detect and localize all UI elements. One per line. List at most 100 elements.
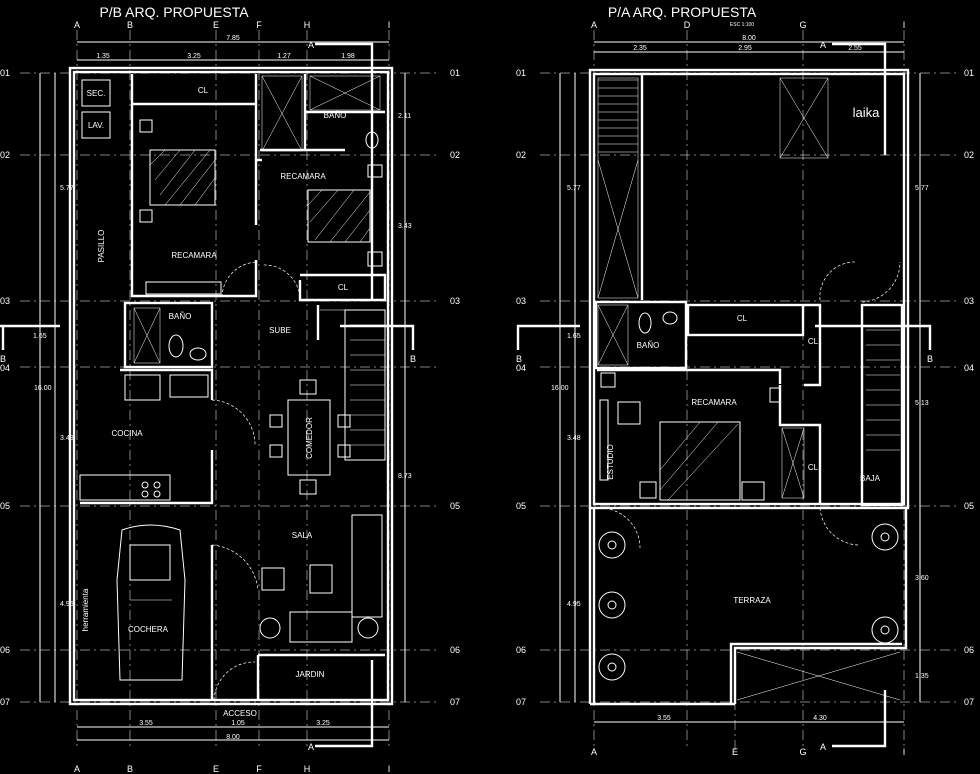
ground-walls xyxy=(68,66,394,706)
dim: 2.95 xyxy=(738,45,752,52)
row-label: 06 xyxy=(516,645,526,655)
dim: 8.73 xyxy=(398,473,412,480)
upper-terrace-pergola xyxy=(736,651,901,701)
room-label-cocina: COCINA xyxy=(111,429,143,438)
upper-floor-plan: P/A ARQ. PROPUESTA ESC 1:100 A D G I A xyxy=(516,4,974,757)
row-label: 06 xyxy=(964,645,974,655)
upper-walls xyxy=(588,68,910,706)
upper-floor-title: P/A ARQ. PROPUESTA xyxy=(608,4,757,20)
room-label-cl: CL xyxy=(338,283,349,292)
room-label-jardin: JARDIN xyxy=(296,670,325,679)
col-label: I xyxy=(903,20,906,30)
row-label: 07 xyxy=(516,697,526,707)
ground-floor-plan: P/B ARQ. PROPUESTA A B E F H I xyxy=(0,4,460,774)
upper-planters xyxy=(598,523,899,681)
section-b-label: B xyxy=(927,354,933,364)
dim: 5.77 xyxy=(915,185,929,192)
ground-floor-title: P/B ARQ. PROPUESTA xyxy=(99,4,249,20)
dim-total: 8.00 xyxy=(226,734,240,741)
room-label-pasillo: PASILLO xyxy=(97,230,106,263)
room-label-bano: BAÑO xyxy=(324,111,347,120)
row-label: 03 xyxy=(450,296,460,306)
dim: 3.55 xyxy=(657,715,671,722)
ground-row-labels-right: 01 02 03 05 06 07 xyxy=(450,68,460,707)
row-label: 02 xyxy=(0,150,10,160)
upper-row-labels-right: 01 02 03 04 05 06 07 xyxy=(964,68,974,707)
room-label-cl: CL xyxy=(808,463,819,472)
section-a-label: A xyxy=(820,40,826,50)
row-label: 05 xyxy=(964,501,974,511)
ground-section-cuts: A A B B xyxy=(0,40,416,752)
upper-column-labels-top: A D G I xyxy=(591,20,905,30)
room-label-cl: CL xyxy=(808,337,819,346)
col-label: D xyxy=(684,20,691,30)
dim: 2.55 xyxy=(848,45,862,52)
row-label: 01 xyxy=(516,68,526,78)
upper-door-swings xyxy=(599,261,901,549)
row-label: 02 xyxy=(516,150,526,160)
col-label: B xyxy=(127,20,133,30)
row-label: 05 xyxy=(516,501,526,511)
ground-kitchen-counter xyxy=(79,374,209,501)
upper-bed xyxy=(599,372,781,501)
room-label-lav: LAV. xyxy=(88,121,104,130)
room-label-estudio: ESTUDIO xyxy=(606,444,615,480)
row-label: 04 xyxy=(964,363,974,373)
room-label-bano: BAÑO xyxy=(169,312,192,321)
ground-bath-fixtures xyxy=(168,131,379,361)
row-label: 03 xyxy=(964,296,974,306)
section-a-label: A xyxy=(308,40,314,50)
room-label-laika: laika xyxy=(853,105,881,120)
dim-total: 7.85 xyxy=(226,35,240,42)
row-label: 07 xyxy=(450,697,460,707)
dim: 1.05 xyxy=(231,720,245,727)
col-label: F xyxy=(256,20,262,30)
row-label: 02 xyxy=(964,150,974,160)
col-label: E xyxy=(732,747,738,757)
room-label-cl: CL xyxy=(198,86,209,95)
room-label-herramienta: herramienta xyxy=(81,588,90,631)
col-label: I xyxy=(388,764,391,774)
col-label: A xyxy=(591,20,597,30)
room-label-sec: SEC. xyxy=(87,89,106,98)
room-label-sube: SUBE xyxy=(269,326,291,335)
dim: 1.35 xyxy=(96,53,110,60)
upper-room-labels: laika CL BAÑO CL RECAMARA ESTUDIO CL BAJ… xyxy=(606,105,881,605)
dim: 1.27 xyxy=(277,53,291,60)
ground-dimensions-right: 2.11 3.43 8.73 xyxy=(398,73,412,702)
row-label: 01 xyxy=(964,68,974,78)
row-label: 05 xyxy=(0,501,10,511)
upper-row-labels-left: 01 02 03 04 05 06 07 xyxy=(516,68,526,707)
col-label: I xyxy=(903,747,906,757)
upper-stairs-down xyxy=(866,329,900,451)
row-label: 01 xyxy=(450,68,460,78)
ground-stairs xyxy=(320,309,385,446)
dim: 16.00 xyxy=(551,385,569,392)
room-label-recamara: RECAMARA xyxy=(280,172,326,181)
row-label: 07 xyxy=(0,697,10,707)
section-b-label: B xyxy=(0,354,6,364)
section-a-label: A xyxy=(308,742,314,752)
dim: 1.98 xyxy=(341,53,355,60)
dim: 1.35 xyxy=(915,673,929,680)
col-label: H xyxy=(304,20,311,30)
room-label-terraza: TERRAZA xyxy=(733,596,771,605)
dim-total: 8.00 xyxy=(742,35,756,42)
section-a-label: A xyxy=(820,742,826,752)
dim: 5.77 xyxy=(60,185,74,192)
ground-door-swings xyxy=(211,261,301,701)
room-label-bano: BAÑO xyxy=(637,341,660,350)
section-b-label: B xyxy=(410,354,416,364)
col-label: E xyxy=(213,764,219,774)
row-label: 04 xyxy=(516,363,526,373)
dim: 3.48 xyxy=(60,435,74,442)
col-label: I xyxy=(388,20,391,30)
dim: 3.25 xyxy=(187,53,201,60)
ground-shower-hatch xyxy=(133,75,381,364)
ground-car xyxy=(116,524,186,681)
room-label-comedor: COMEDOR xyxy=(305,417,314,459)
upper-column-labels-bottom: A E G I xyxy=(591,747,905,757)
room-label-cl: CL xyxy=(737,314,748,323)
dim: 3.55 xyxy=(139,720,153,727)
dim: 3.48 xyxy=(567,435,581,442)
